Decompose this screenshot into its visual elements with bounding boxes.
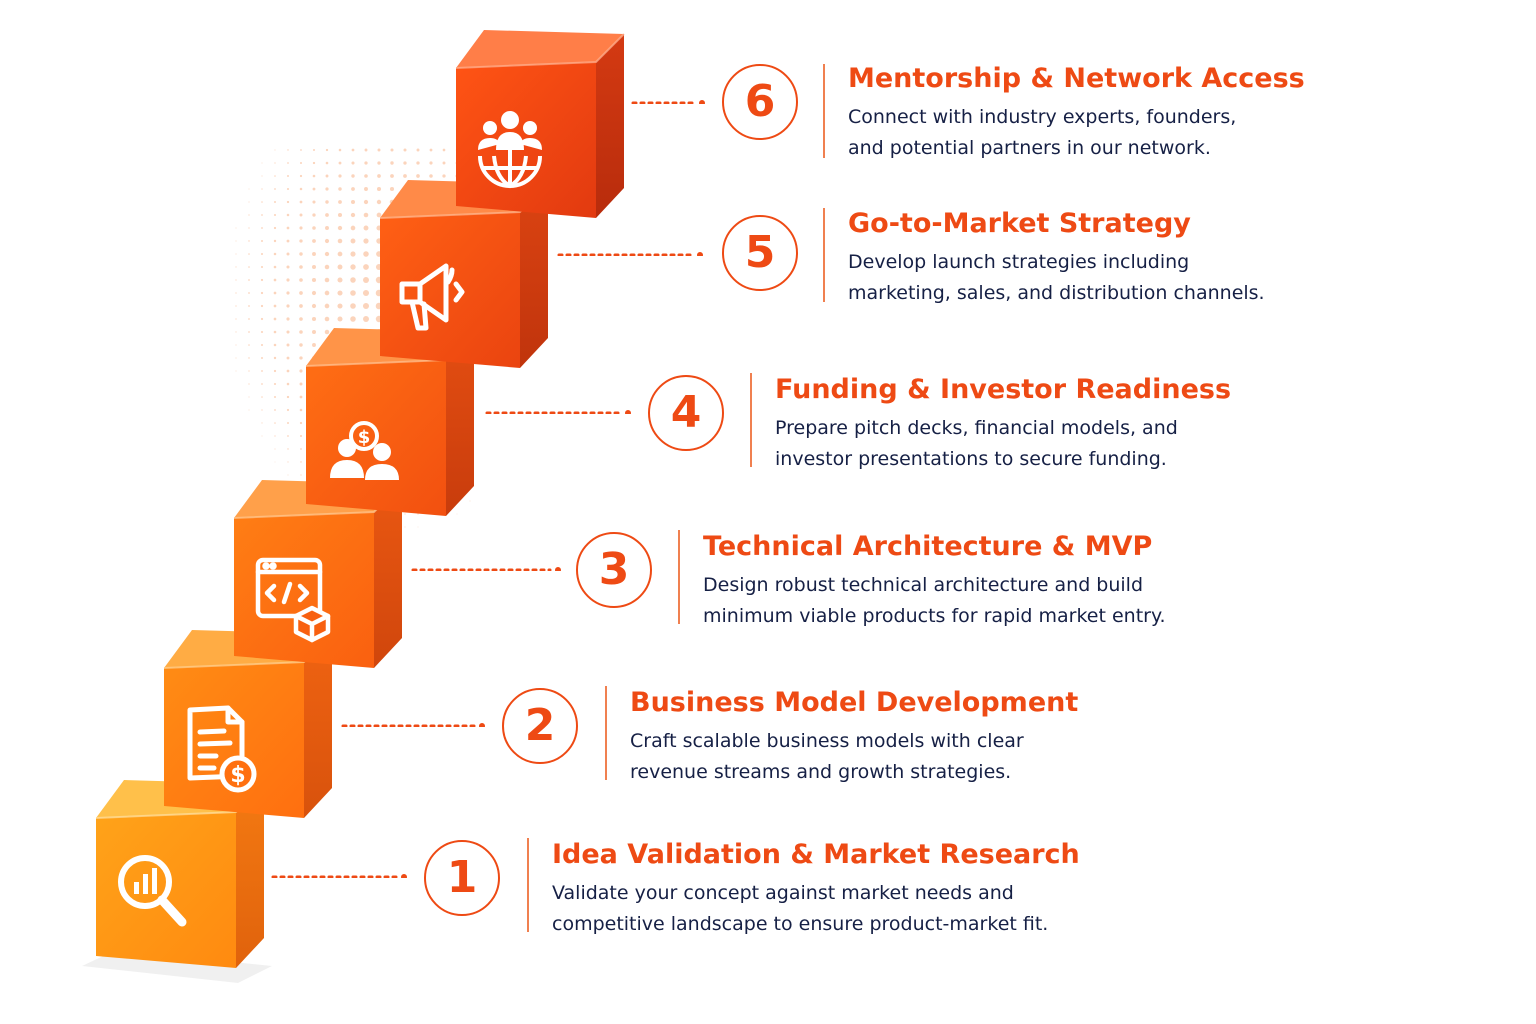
step-1-divider — [527, 838, 529, 932]
step-5-description: Develop launch strategies including mark… — [848, 247, 1408, 309]
step-6-block — [455, 30, 625, 218]
step-6-number: 6 — [744, 76, 776, 127]
step-5-number-circle: 5 — [722, 215, 798, 291]
step-5-description-line-1: Develop launch strategies including — [848, 251, 1190, 273]
investors-dollar-icon: $ — [330, 421, 399, 480]
step-4-description: Prepare pitch decks, financial models, a… — [775, 413, 1335, 475]
step-3-title: Technical Architecture & MVP — [703, 531, 1153, 562]
step-3-divider — [678, 530, 680, 624]
code-window-cube-icon — [255, 557, 331, 643]
step-4-number: 4 — [670, 387, 702, 438]
step-2-divider — [605, 686, 607, 780]
step-1-number: 1 — [446, 852, 478, 903]
step-4-connector — [485, 410, 631, 414]
step-2-text: Business Model Development Craft scalabl… — [630, 686, 1190, 788]
step-5-text: Go-to-Market Strategy Develop launch str… — [848, 207, 1408, 309]
svg-text:$: $ — [358, 427, 371, 448]
step-4-title: Funding & Investor Readiness — [775, 374, 1232, 405]
step-5-divider — [823, 208, 825, 302]
step-3-description-line-1: Design robust technical architecture and… — [703, 574, 1144, 596]
step-6-number-circle: 6 — [722, 64, 798, 140]
step-6-text: Mentorship & Network Access Connect with… — [848, 62, 1408, 164]
step-1-description-line-1: Validate your concept against market nee… — [552, 882, 1014, 904]
step-2-description-line-2: revenue streams and growth strategies. — [630, 761, 1012, 783]
step-3-description-line-2: minimum viable products for rapid market… — [703, 605, 1166, 627]
step-4-description-line-1: Prepare pitch decks, financial models, a… — [775, 417, 1178, 439]
step-1-description: Validate your concept against market nee… — [552, 878, 1112, 940]
step-3-number-circle: 3 — [576, 532, 652, 608]
step-1-text: Idea Validation & Market Research Valida… — [552, 838, 1112, 940]
step-5-description-line-2: marketing, sales, and distribution chann… — [848, 282, 1265, 304]
step-6-description-line-1: Connect with industry experts, founders, — [848, 106, 1237, 128]
step-2-description: Craft scalable business models with clea… — [630, 726, 1190, 788]
step-5-connector — [557, 252, 703, 256]
step-3-text: Technical Architecture & MVP Design robu… — [703, 530, 1263, 632]
step-2-connector — [341, 723, 485, 727]
step-5-number: 5 — [744, 227, 776, 278]
step-4-text: Funding & Investor Readiness Prepare pit… — [775, 373, 1335, 475]
step-3-number: 3 — [598, 544, 630, 595]
document-dollar-icon: $ — [187, 705, 257, 793]
step-2-description-line-1: Craft scalable business models with clea… — [630, 730, 1024, 752]
step-3-connector — [411, 567, 561, 571]
step-6-description-line-2: and potential partners in our network. — [848, 137, 1211, 159]
magnifier-chart-icon — [118, 855, 187, 927]
step-6-title: Mentorship & Network Access — [848, 63, 1305, 94]
people-globe-icon — [478, 111, 542, 189]
step-6-connector — [631, 100, 705, 104]
step-6-divider — [823, 64, 825, 158]
step-1-connector — [271, 874, 407, 878]
step-2-number: 2 — [524, 700, 556, 751]
step-3-description: Design robust technical architecture and… — [703, 570, 1263, 632]
step-4-description-line-2: investor presentations to secure funding… — [775, 448, 1167, 470]
svg-text:$: $ — [230, 763, 245, 788]
step-2-title: Business Model Development — [630, 687, 1079, 718]
step-5-title: Go-to-Market Strategy — [848, 208, 1191, 239]
step-6-description: Connect with industry experts, founders,… — [848, 102, 1408, 164]
megaphone-icon — [399, 263, 465, 331]
step-1-title: Idea Validation & Market Research — [552, 839, 1080, 870]
step-2-number-circle: 2 — [502, 688, 578, 764]
step-1-description-line-2: competitive landscape to ensure product-… — [552, 913, 1049, 935]
step-4-number-circle: 4 — [648, 375, 724, 451]
step-4-divider — [750, 373, 752, 467]
step-1-number-circle: 1 — [424, 840, 500, 916]
